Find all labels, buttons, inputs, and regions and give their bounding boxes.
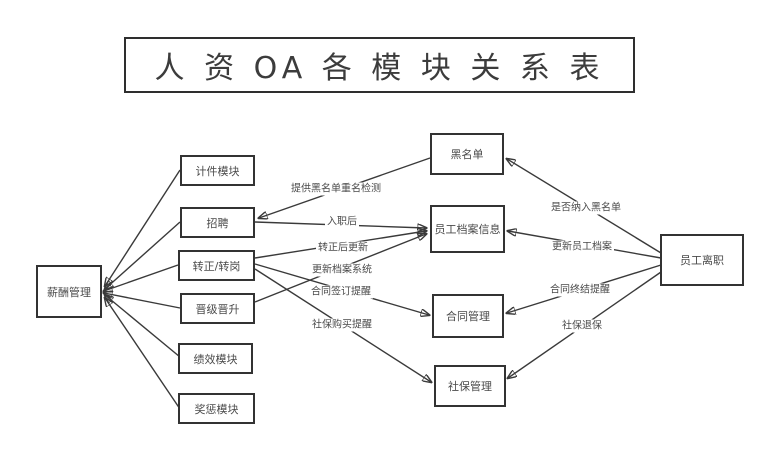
edge-label-regularization-to-contract: 合同签订提醒 bbox=[309, 285, 373, 299]
edge-label-resignation-to-contract: 合同终结提醒 bbox=[548, 283, 612, 297]
edge-label-recruitment-to-file: 入职后 bbox=[325, 215, 359, 229]
node-social-security-management: 社保管理 bbox=[434, 365, 506, 407]
node-contract-management: 合同管理 bbox=[432, 294, 504, 338]
edge-label-blacklist-to-recruitment: 提供黑名单重名检测 bbox=[289, 182, 383, 196]
edge-reward-to-salary bbox=[105, 298, 181, 410]
node-promotion: 晋级晋升 bbox=[180, 293, 255, 324]
edge-regularization-to-salary bbox=[104, 264, 179, 291]
node-piecework-module: 计件模块 bbox=[180, 155, 255, 186]
node-performance-module: 绩效模块 bbox=[178, 343, 253, 374]
edge-performance-to-salary bbox=[105, 295, 181, 358]
node-salary-management: 薪酬管理 bbox=[36, 265, 102, 318]
node-regularization-transfer: 转正/转岗 bbox=[178, 250, 255, 281]
node-recruitment: 招聘 bbox=[180, 207, 255, 238]
edge-label-promotion-to-file: 更新档案系统 bbox=[310, 263, 374, 277]
node-reward-punishment-module: 奖惩模块 bbox=[178, 393, 255, 424]
edge-label-regularization-to-social: 社保购买提醒 bbox=[310, 318, 374, 332]
edge-label-resignation-to-social: 社保退保 bbox=[560, 319, 604, 333]
diagram-title: 人 资 OA 各 模 块 关 系 表 bbox=[124, 37, 635, 93]
edge-piecework-to-salary bbox=[105, 169, 181, 286]
edge-label-resignation-to-file: 更新员工档案 bbox=[550, 240, 614, 254]
node-blacklist: 黑名单 bbox=[430, 133, 504, 175]
edge-label-regularization-to-file: 转正后更新 bbox=[316, 241, 370, 255]
edge-promotion-to-salary bbox=[104, 293, 181, 309]
edge-label-resignation-to-blacklist: 是否纳入黑名单 bbox=[549, 201, 623, 215]
node-employee-file-info: 员工档案信息 bbox=[430, 205, 505, 253]
node-employee-resignation: 员工离职 bbox=[660, 234, 744, 286]
edge-recruitment-to-salary bbox=[105, 221, 181, 289]
